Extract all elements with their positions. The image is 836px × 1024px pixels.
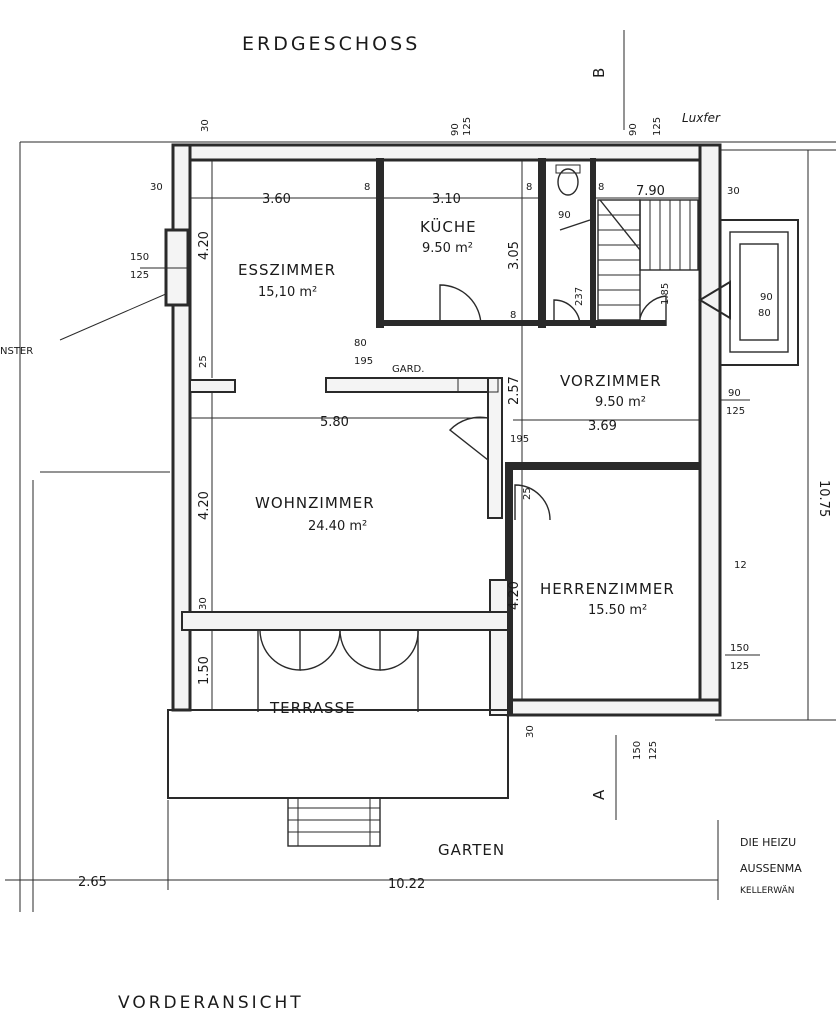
- dim-wohnzimmer-depth: 4.20: [197, 491, 212, 520]
- bottom-title: VORDERANSICHT: [118, 993, 304, 1013]
- room-area-herrenzimmer: 15.50 m²: [588, 603, 647, 618]
- dim-total-depth: 10.75: [816, 480, 831, 517]
- room-label-garten: GARTEN: [438, 841, 505, 859]
- dim-window-195-vz: 195: [510, 434, 529, 445]
- right-note-line-1: DIE HEIZU: [740, 836, 796, 849]
- dim-window-150-right: 150: [730, 643, 749, 654]
- dim-window-195-gard: 195: [354, 356, 373, 367]
- room-label-kueche: KÜCHE: [420, 217, 477, 236]
- dim-vorzimmer-width: 3.69: [588, 419, 617, 434]
- dim-kueche-depth: 3.05: [507, 241, 522, 270]
- left-edge-note: NSTER: [0, 346, 33, 357]
- dim-window-90-top-b: 90: [628, 123, 639, 136]
- dim-window-125-bottom: 125: [648, 741, 659, 760]
- reference-lines: [5, 30, 836, 912]
- dim-stair-185: 1.85: [660, 283, 671, 305]
- dim-esszimmer-depth: 4.20: [197, 231, 212, 260]
- doors: [259, 219, 667, 671]
- room-area-esszimmer: 15,10 m²: [258, 285, 317, 300]
- dim-herrenzimmer-depth: 4.20: [507, 581, 522, 610]
- dim-terrasse-depth: 1.50: [197, 656, 212, 685]
- dim-wall-30-right: 30: [727, 186, 740, 197]
- room-area-kueche: 9.50 m²: [422, 241, 473, 256]
- terrace-structure: [167, 219, 799, 847]
- dim-total-length: 10.22: [388, 877, 425, 892]
- room-label-herrenzimmer: HERRENZIMMER: [540, 580, 675, 598]
- room-label-vorzimmer: VORZIMMER: [560, 372, 662, 390]
- dim-door-80-entrance: 80: [758, 308, 771, 319]
- dim-wohnzimmer-width: 5.80: [320, 415, 349, 430]
- right-note-line-3: KELLERWÄN: [740, 885, 795, 896]
- dim-stair-width: 7.90: [636, 184, 665, 199]
- dimension-lines: [140, 160, 760, 710]
- dim-wall-30-wz: 30: [198, 597, 209, 610]
- dim-overhang: 2.65: [78, 875, 107, 890]
- dim-door-90-entrance: 90: [760, 292, 773, 303]
- section-marker-a: A: [590, 789, 608, 800]
- dim-wall-30-left: 30: [150, 182, 163, 193]
- luxfer-label: Luxfer: [682, 111, 721, 125]
- right-note-line-2: AUSSENMA: [740, 862, 802, 875]
- plan-title: ERDGESCHOSS: [242, 33, 420, 55]
- dim-wall-30-bottom: 30: [525, 725, 536, 738]
- room-area-wohnzimmer: 24.40 m²: [308, 519, 367, 534]
- dim-esszimmer-width: 3.60: [262, 192, 291, 207]
- dim-window-80-gard: 80: [354, 338, 367, 349]
- dim-window-125-left: 125: [130, 270, 149, 281]
- interior-walls: [181, 158, 700, 716]
- dim-window-90-top-a: 90: [450, 123, 461, 136]
- dim-window-125-right: 125: [730, 661, 749, 672]
- dim-wall-8-a: 8: [364, 182, 370, 193]
- dim-window-150-left: 150: [130, 252, 149, 263]
- dim-kueche-width: 3.10: [432, 192, 461, 207]
- exterior-walls: [164, 143, 722, 717]
- dim-window-90-right: 90: [728, 388, 741, 399]
- dim-vorzimmer-depth: 2.57: [507, 376, 522, 405]
- dim-door-90-kueche: 90: [558, 210, 571, 221]
- dim-wall-30-top: 30: [200, 119, 211, 132]
- dim-wall-25: 25: [198, 355, 209, 368]
- dim-window-237: 237: [574, 287, 585, 306]
- dim-wall-8-d: 8: [510, 310, 516, 321]
- room-label-terrasse: TERRASSE: [269, 699, 356, 717]
- dim-window-150-bottom: 150: [632, 741, 643, 760]
- room-label-wohnzimmer: WOHNZIMMER: [255, 494, 375, 512]
- room-label-gard: GARD.: [392, 364, 424, 375]
- dim-window-125-top-b: 125: [652, 117, 663, 136]
- section-marker-b: B: [590, 67, 608, 78]
- dim-wall-25-door: 25: [522, 487, 533, 500]
- dim-wall-8-b: 8: [526, 182, 532, 193]
- staircase: [555, 164, 731, 321]
- dim-wall-12: 12: [734, 560, 747, 571]
- dim-window-125-vz: 125: [726, 406, 745, 417]
- room-area-vorzimmer: 9.50 m²: [595, 395, 646, 410]
- dim-window-125-top-a: 125: [462, 117, 473, 136]
- room-label-esszimmer: ESSZIMMER: [238, 261, 336, 279]
- dim-wall-8-c: 8: [598, 182, 604, 193]
